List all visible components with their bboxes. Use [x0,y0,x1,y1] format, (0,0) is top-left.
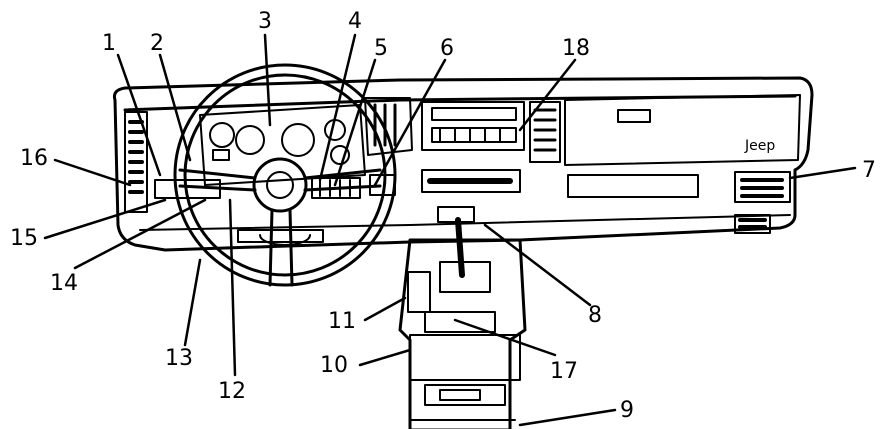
callout-4: 4 [348,9,362,34]
callout-5: 5 [374,36,388,61]
callout-16: 16 [20,146,48,171]
leader-17 [453,318,557,357]
callout-labels: 1 2 3 4 5 6 7 8 9 10 11 12 13 14 15 16 1… [10,9,876,423]
callout-18: 18 [562,36,590,61]
callout-10: 10 [320,353,348,378]
callout-12: 12 [218,379,246,404]
leader-2 [158,53,192,162]
leader-lines [43,33,857,427]
leader-4 [318,33,357,182]
leader-6 [373,58,447,187]
callout-11: 11 [328,309,356,334]
callout-17: 17 [550,359,578,384]
callout-6: 6 [440,36,454,61]
leader-13 [183,258,202,347]
jeep-badge: Jeep [744,138,775,154]
instrument-cluster [199,97,413,186]
leader-8 [483,223,592,307]
leader-3 [263,33,272,127]
leader-11 [363,296,407,322]
leader-1 [116,53,162,177]
callout-2: 2 [150,31,164,56]
leader-12 [228,198,237,377]
heater-controls [421,169,521,193]
callout-13: 13 [165,346,193,371]
callout-14: 14 [50,271,78,296]
callout-9: 9 [620,398,634,423]
callout-3: 3 [258,9,272,34]
callout-7: 7 [862,158,876,183]
glove-box [564,94,801,234]
leader-18 [518,58,577,132]
callout-15: 15 [10,226,38,251]
leader-10 [358,348,412,367]
leader-7 [788,166,857,180]
dashboard-panel [113,76,814,252]
callout-1: 1 [102,31,116,56]
leader-5 [333,58,377,187]
leader-14 [73,198,207,270]
leader-9 [518,408,617,427]
leader-16 [53,158,132,187]
radio [421,101,525,151]
center-console [398,206,527,429]
callout-8: 8 [588,303,602,328]
leader-15 [43,198,167,240]
